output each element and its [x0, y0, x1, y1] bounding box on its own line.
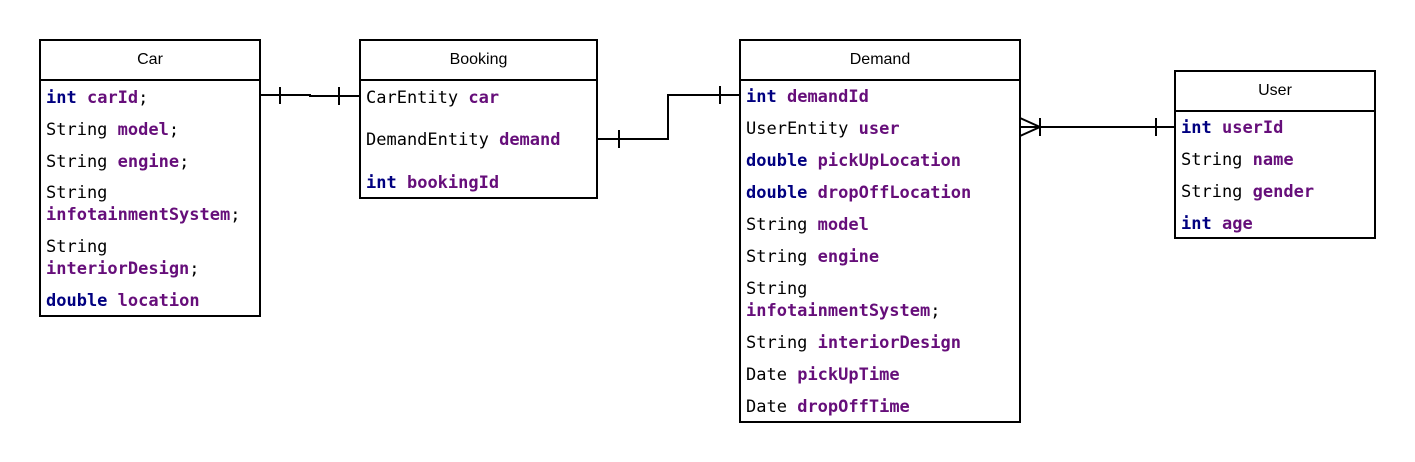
field-dropOffLocation: double dropOffLocation: [746, 183, 972, 203]
field-dropOffTime: Date dropOffTime: [746, 397, 910, 417]
field-pickUpTime: Date pickUpTime: [746, 365, 900, 385]
relationship-booking-demand: [597, 86, 740, 148]
field-engine: String engine: [746, 247, 880, 267]
entity-car[interactable]: Car int carId; String model; String engi…: [39, 39, 261, 317]
entity-booking[interactable]: Booking CarEntity car DemandEntity deman…: [359, 39, 598, 199]
field-model: String model: [746, 215, 869, 235]
field-userId: int userId: [1181, 118, 1284, 138]
relationship-demand-user: [1019, 117, 1175, 137]
entity-user[interactable]: User int userId String name String gende…: [1174, 70, 1376, 239]
field-engine: String engine;: [46, 152, 190, 172]
field-age: int age: [1181, 214, 1253, 234]
field-location: double location: [46, 291, 200, 311]
entity-title-car: Car: [41, 41, 259, 81]
relationship-car-booking: [260, 87, 359, 105]
field-user: UserEntity user: [746, 119, 900, 139]
entity-title-booking: Booking: [361, 41, 596, 81]
entity-title-user: User: [1176, 72, 1374, 112]
field-pickUpLocation: double pickUpLocation: [746, 151, 961, 171]
entity-demand[interactable]: Demand int demandId UserEntity user doub…: [739, 39, 1021, 423]
field-gender: String gender: [1181, 182, 1315, 202]
field-carId: int carId;: [46, 88, 149, 108]
field-demandId: int demandId: [746, 87, 869, 107]
field-car: CarEntity car: [366, 88, 500, 108]
entity-title-demand: Demand: [741, 41, 1019, 81]
field-model: String model;: [46, 120, 180, 140]
field-name: String name: [1181, 150, 1294, 170]
field-interiorDesign: String interiorDesign: [746, 333, 961, 353]
field-demand: DemandEntity demand: [366, 130, 561, 150]
field-bookingId: int bookingId: [366, 173, 500, 193]
